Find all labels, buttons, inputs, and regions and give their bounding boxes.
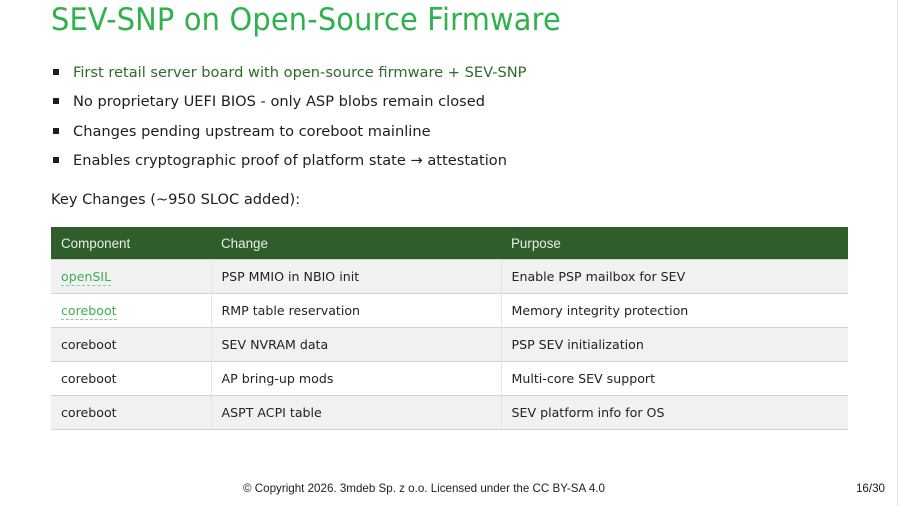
purpose-cell: Multi-core SEV support	[501, 361, 848, 396]
bullet-list: First retail server board with open-sour…	[51, 61, 526, 178]
slide-title: SEV-SNP on Open-Source Firmware	[51, 2, 561, 38]
key-changes-heading: Key Changes (~950 SLOC added):	[51, 191, 301, 208]
change-cell: RMP table reservation	[211, 293, 502, 328]
change-cell: AP bring-up mods	[211, 361, 502, 396]
bullet-item: Changes pending upstream to coreboot mai…	[51, 120, 526, 149]
table-row: coreboot RMP table reservation Memory in…	[51, 293, 848, 328]
square-bullet-icon	[53, 69, 59, 75]
bullet-item: No proprietary UEFI BIOS - only ASP blob…	[51, 90, 526, 119]
square-bullet-icon	[53, 127, 59, 134]
column-header-change: Change	[211, 227, 501, 260]
change-cell: PSP MMIO in NBIO init	[211, 259, 502, 294]
bullet-item: Enables cryptographic proof of platform …	[51, 149, 526, 178]
component-cell: coreboot	[51, 293, 212, 328]
copyright-footer: © Copyright 2026. 3mdeb Sp. z o.o. Licen…	[243, 482, 605, 495]
component-cell: coreboot	[51, 361, 212, 396]
column-header-component: Component	[51, 227, 211, 260]
change-cell: ASPT ACPI table	[211, 395, 502, 430]
component-cell: coreboot	[51, 395, 212, 430]
bullet-item: First retail server board with open-sour…	[51, 61, 526, 90]
square-bullet-icon	[53, 156, 59, 163]
table-row: coreboot AP bring-up mods Multi-core SEV…	[51, 361, 848, 396]
purpose-cell: Memory integrity protection	[501, 293, 848, 328]
component-cell: openSIL	[51, 259, 212, 294]
opensil-link[interactable]: openSIL	[61, 269, 112, 286]
slide-edge-divider	[897, 0, 898, 506]
table-row: openSIL PSP MMIO in NBIO init Enable PSP…	[51, 259, 848, 294]
column-header-purpose: Purpose	[501, 227, 848, 260]
purpose-cell: PSP SEV initialization	[501, 327, 848, 362]
table-header-row: Component Change Purpose	[51, 227, 848, 260]
page-number: 16/30	[855, 482, 885, 495]
purpose-cell: Enable PSP mailbox for SEV	[501, 259, 848, 294]
table-row: coreboot ASPT ACPI table SEV platform in…	[51, 395, 848, 430]
table-row: coreboot SEV NVRAM data PSP SEV initiali…	[51, 327, 848, 362]
square-bullet-icon	[53, 98, 59, 105]
component-cell: coreboot	[51, 327, 212, 362]
key-changes-table: Component Change Purpose openSIL PSP MMI…	[51, 227, 848, 430]
coreboot-link[interactable]: coreboot	[61, 303, 117, 320]
purpose-cell: SEV platform info for OS	[501, 395, 848, 430]
change-cell: SEV NVRAM data	[211, 327, 502, 362]
